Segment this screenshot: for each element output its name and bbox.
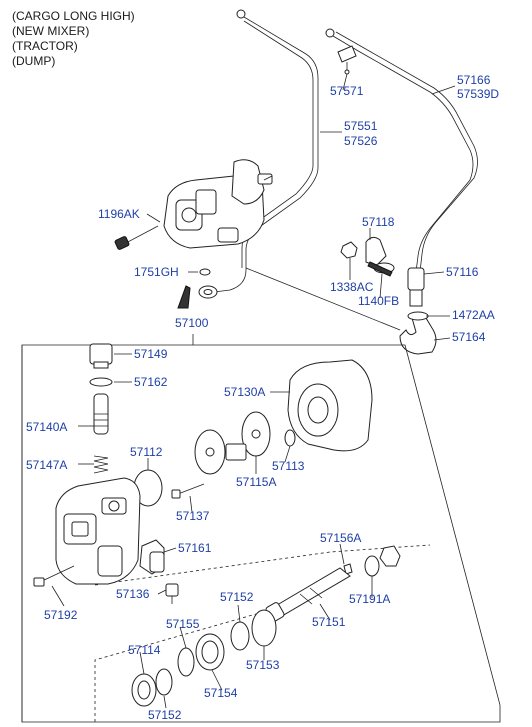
part-label-57166[interactable]: 57166 <box>457 73 491 87</box>
seal-57114 <box>131 673 157 707</box>
part-label-1140fb[interactable]: 1140FB <box>358 294 399 308</box>
part-label-57162[interactable]: 57162 <box>134 375 168 389</box>
bolt-1196ak <box>114 225 159 250</box>
part-label-57115a[interactable]: 57115A <box>236 475 276 489</box>
ring-57155 <box>177 647 195 677</box>
part-label-57130a[interactable]: 57130A <box>224 385 265 399</box>
part-label-57137[interactable]: 57137 <box>176 509 210 523</box>
part-label-57539d[interactable]: 57539D <box>457 87 499 101</box>
part-label-57153[interactable]: 57153 <box>246 658 280 672</box>
part-label-57140a[interactable]: 57140A <box>26 420 67 434</box>
o-ring-1751gh <box>199 268 211 276</box>
part-labels: 57571 57166 57539D 57551 57526 1196AK 57… <box>26 73 499 722</box>
part-label-57152-lower[interactable]: 57152 <box>148 708 182 722</box>
part-label-57154[interactable]: 57154 <box>204 686 238 700</box>
part-label-1338ac[interactable]: 1338AC <box>330 280 374 294</box>
part-label-57118[interactable]: 57118 <box>362 215 395 229</box>
part-label-57113[interactable]: 57113 <box>272 459 305 473</box>
part-label-57156a[interactable]: 57156A <box>320 531 361 545</box>
part-label-57571[interactable]: 57571 <box>330 84 364 98</box>
o-ring-57162 <box>89 377 113 387</box>
part-label-57155[interactable]: 57155 <box>166 617 200 631</box>
part-label-57136[interactable]: 57136 <box>116 587 150 601</box>
part-label-57152-upper[interactable]: 57152 <box>220 590 254 604</box>
bolt-57137 <box>171 483 205 499</box>
plate-57115a <box>194 429 247 475</box>
bearing-57154 <box>195 633 225 671</box>
part-label-1751gh[interactable]: 1751GH <box>134 265 179 279</box>
variant-new-mixer: (NEW MIXER) <box>12 24 89 38</box>
rotor-57115a <box>241 411 271 457</box>
snap-ring-57152-lower <box>155 668 173 696</box>
variant-tractor: (TRACTOR) <box>12 39 78 53</box>
part-label-1196ak[interactable]: 1196AK <box>98 207 140 221</box>
part-label-57151[interactable]: 57151 <box>312 615 346 629</box>
variant-cargo-long-high: (CARGO LONG HIGH) <box>12 9 135 23</box>
valve-57140a <box>93 393 109 435</box>
snap-ring-57152-upper <box>230 621 250 651</box>
part-label-57526[interactable]: 57526 <box>344 134 378 148</box>
part-label-57116[interactable]: 57116 <box>446 265 479 279</box>
part-label-57191a[interactable]: 57191A <box>349 592 390 606</box>
axis-line-right <box>94 544 431 586</box>
cap-57149 <box>89 343 113 369</box>
cover-57130a <box>287 359 373 452</box>
variant-dump: (DUMP) <box>12 54 55 68</box>
leader-lines-upper <box>146 73 456 345</box>
part-label-57192[interactable]: 57192 <box>44 608 78 622</box>
o-ring-57113 <box>284 429 296 447</box>
return-pipe-57166 <box>325 28 478 307</box>
part-label-57100[interactable]: 57100 <box>175 316 209 330</box>
assembly-pointer-arrow <box>177 285 191 309</box>
clamp-57571 <box>337 45 357 75</box>
leader-lines-lower <box>51 353 373 709</box>
part-label-1472aa[interactable]: 1472AA <box>452 308 495 322</box>
part-label-57149[interactable]: 57149 <box>134 347 168 361</box>
bolt-57136 <box>165 583 179 604</box>
axis-line-bottom <box>94 609 271 722</box>
part-label-57147a[interactable]: 57147A <box>26 458 67 472</box>
part-label-57114[interactable]: 57114 <box>128 643 161 657</box>
pump-housing <box>55 477 141 585</box>
bolt-57192 <box>33 565 75 587</box>
part-label-57164[interactable]: 57164 <box>452 330 486 344</box>
pump-assembly-upper <box>163 159 273 249</box>
key-57156a <box>343 563 353 575</box>
part-label-57551[interactable]: 57551 <box>344 119 378 133</box>
bracket-57118 <box>340 236 395 277</box>
part-label-57112[interactable]: 57112 <box>130 445 163 459</box>
nut-57191a <box>364 545 401 577</box>
ring-57153 <box>251 609 277 647</box>
fitting-57161 <box>139 539 165 575</box>
pressure-hose-57551 <box>198 9 319 299</box>
spring-57147a <box>93 455 109 474</box>
part-label-57161[interactable]: 57161 <box>178 541 212 555</box>
